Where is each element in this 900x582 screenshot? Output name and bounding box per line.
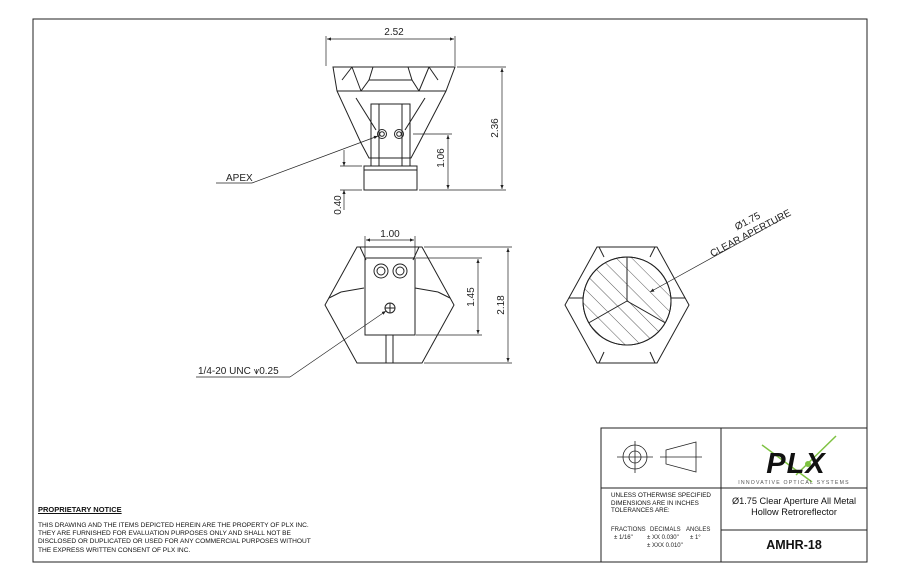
rear-view (564, 246, 690, 364)
angles-label: ANGLES (686, 527, 710, 533)
proprietary-notice-title: PROPRIETARY NOTICE (38, 505, 122, 514)
tolerance-header: UNLESS OTHERWISE SPECIFIED DIMENSIONS AR… (611, 492, 711, 515)
projection-symbol-icon (617, 441, 702, 473)
angles-value: ± 1° (690, 535, 701, 541)
apex-callout: APEX (226, 173, 253, 184)
thread-callout: 1/4-20 UNC ⩛0.25 (198, 366, 279, 377)
dim-mount-height: 1.45 (466, 287, 477, 307)
fractions-value: ± 1/16" (614, 535, 633, 541)
side-view (332, 66, 456, 191)
part-number: AMHR-18 (766, 538, 822, 552)
proprietary-notice-body: THIS DRAWING AND THE ITEMS DEPICTED HERE… (38, 522, 311, 554)
dim-apex-height: 1.06 (436, 148, 447, 168)
title-block (600, 427, 868, 563)
dim-hex-height: 2.18 (496, 295, 507, 315)
decimals-label: DECIMALS (650, 527, 681, 533)
decimals-xx: ± XX 0.030" (647, 535, 679, 541)
part-description: Ø1.75 Clear Aperture All Metal Hollow Re… (731, 496, 857, 517)
sheet-border (32, 18, 868, 563)
logo-tagline: INNOVATIVE OPTICAL SYSTEMS (738, 480, 850, 486)
dim-overall-height: 2.36 (490, 118, 501, 138)
side-view-dimensions (216, 36, 506, 210)
front-view (324, 246, 455, 364)
logo-text: PLX (766, 448, 826, 480)
fractions-label: FRACTIONS (611, 527, 646, 533)
decimals-xxx: ± XXX 0.010" (647, 543, 683, 549)
front-view-dimensions (196, 236, 512, 378)
dim-mount-width: 1.00 (380, 229, 400, 240)
plx-logo: PLX INNOVATIVE OPTICAL SYSTEMS (738, 435, 850, 486)
dim-base-height: 0.40 (333, 195, 344, 215)
dim-overall-width: 2.52 (384, 27, 404, 38)
aperture-leader (649, 217, 785, 293)
